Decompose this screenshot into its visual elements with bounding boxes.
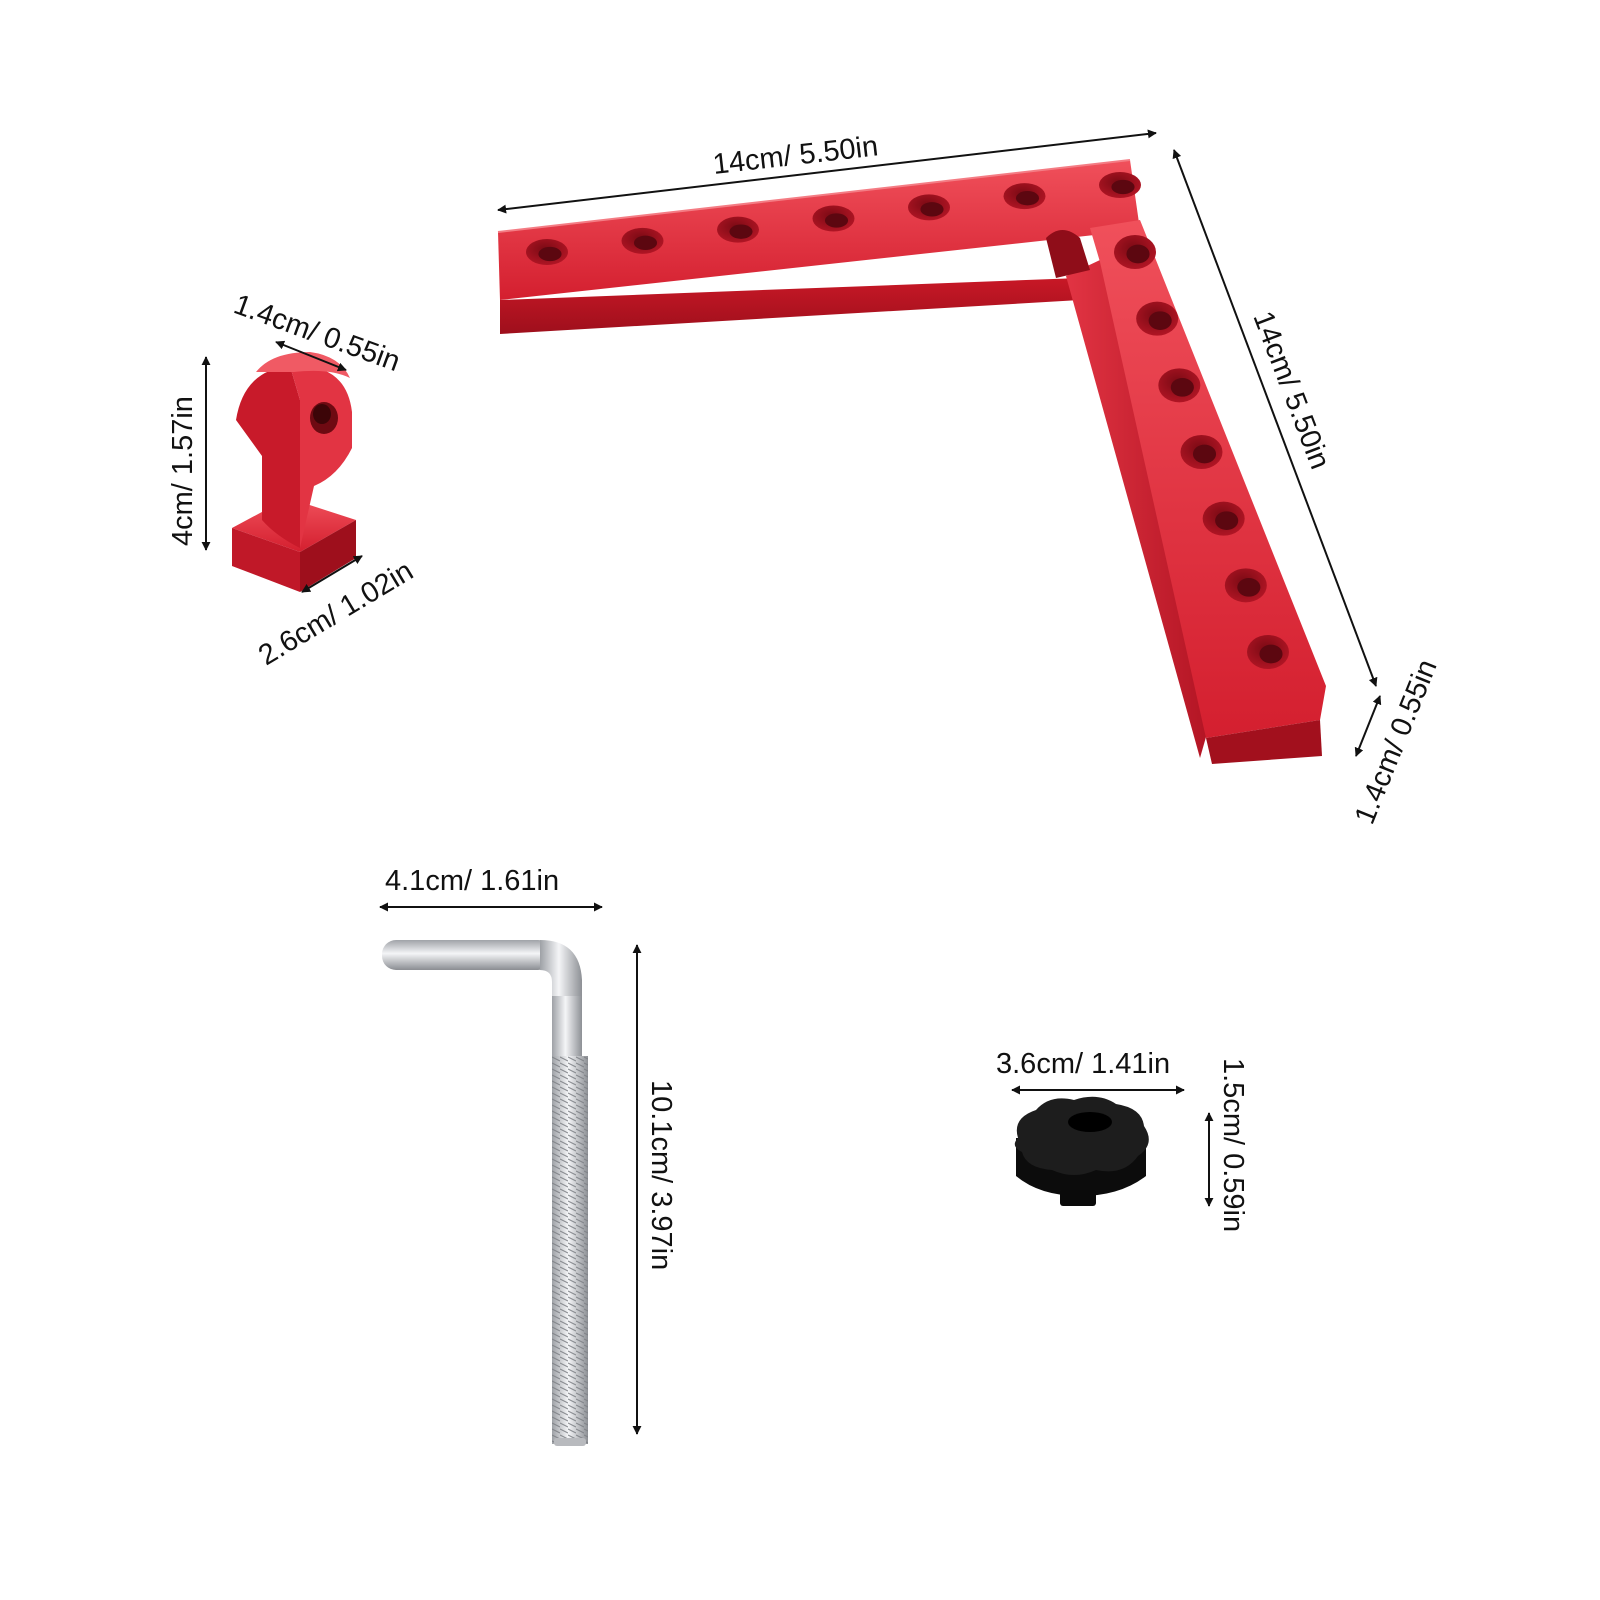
dim-square-side-label: 14cm/ 5.50in: [1246, 307, 1335, 473]
block-post-front: [236, 366, 300, 548]
square-hole-top-inner: [1111, 179, 1135, 195]
square-hole-top-inner: [920, 202, 944, 217]
dim-block-height-label: 4cm/ 1.57in: [167, 396, 199, 546]
dim-rod-width: 4.1cm/ 1.61in: [379, 865, 603, 912]
dim-square-top-label: 14cm/ 5.50in: [711, 130, 880, 181]
square-hole-side-inner: [1170, 377, 1194, 397]
rod-vertical-smooth: [552, 996, 582, 1058]
square-hole-side-inner: [1126, 244, 1150, 264]
dim-rod-length-label: 10.1cm/ 3.97in: [645, 1080, 677, 1270]
square-hole-side-inner: [1259, 644, 1283, 664]
square-end-face: [1206, 720, 1322, 764]
square-top-face: [498, 160, 1140, 300]
dim-square-width: 1.4cm/ 0.55in: [1349, 655, 1444, 828]
dim-knob-width: 3.6cm/ 1.41in: [996, 1048, 1185, 1095]
rod-thread-lines: [552, 1056, 588, 1444]
positioning-block: [232, 352, 356, 592]
square-hole-side-inner: [1215, 511, 1239, 531]
block-base-front: [232, 528, 300, 592]
square-hole-side-inner: [1237, 577, 1261, 597]
star-knob: [1014, 1096, 1149, 1206]
dim-rod-width-label: 4.1cm/ 1.61in: [385, 865, 559, 897]
square-hole-top-inner: [633, 235, 658, 250]
dim-block-height: 4cm/ 1.57in: [167, 356, 211, 551]
square-hole-top-inner: [538, 246, 562, 262]
square-side-left-face: [1066, 260, 1208, 758]
square-inner-corner-notch: [1046, 230, 1090, 278]
square-hole-side-inner: [1148, 311, 1172, 331]
angle-square: [497, 159, 1326, 764]
rod-horizontal: [382, 940, 552, 970]
rod-tip: [554, 1438, 586, 1446]
square-top-front-face: [500, 278, 1080, 334]
dim-square-width-label: 1.4cm/ 0.55in: [1349, 655, 1444, 828]
knob-top: [1014, 1096, 1149, 1175]
block-bolt-hole-inner: [313, 404, 331, 424]
square-hole-top-inner: [824, 213, 849, 228]
knob-hole: [1068, 1112, 1112, 1132]
dim-knob-height: 1.5cm/ 0.59in: [1204, 1058, 1249, 1232]
square-hole-top-inner: [729, 224, 753, 239]
square-hole-side-inner: [1192, 444, 1217, 464]
square-hole-top-inner: [1015, 191, 1040, 206]
rod-bend: [540, 940, 582, 1000]
dim-knob-width-label: 3.6cm/ 1.41in: [996, 1048, 1170, 1080]
l-shaped-rod: [382, 940, 588, 1446]
knob-bushing: [1060, 1190, 1096, 1206]
dim-knob-height-label: 1.5cm/ 0.59in: [1217, 1058, 1249, 1232]
dim-rod-length: 10.1cm/ 3.97in: [632, 944, 677, 1435]
